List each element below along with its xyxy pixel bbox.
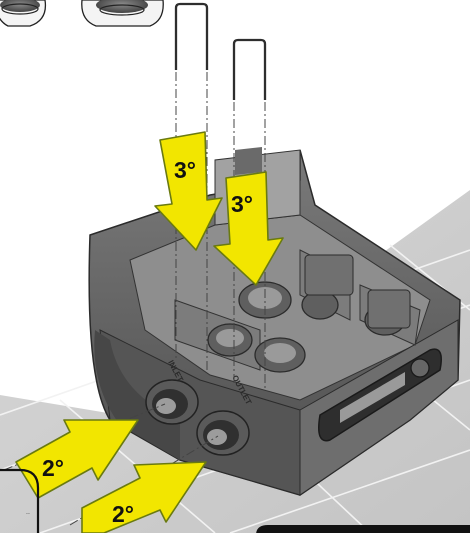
- threaded-cap-icon: [81, 0, 164, 27]
- svg-text:..: ..: [26, 509, 30, 516]
- callout-frame-left: ..: [0, 468, 40, 533]
- callout-frame-right: [256, 525, 470, 533]
- inspection-window: [318, 348, 442, 442]
- step-label: 3°: [231, 191, 253, 217]
- push-arrow-icon: [154, 131, 223, 251]
- step-label: 2°: [42, 455, 64, 481]
- step-label: 2°: [112, 501, 134, 527]
- push-arrow-icon: [81, 461, 207, 533]
- threaded-cap-icon: [0, 0, 47, 27]
- inlet-port: [145, 379, 199, 425]
- outlet-port: [196, 410, 250, 456]
- u-clip-pin-icon: [174, 2, 209, 70]
- push-arrow-icon: [15, 419, 139, 499]
- push-arrow-icon: [213, 171, 284, 286]
- u-clip-pin-icon: [232, 38, 267, 100]
- step-label: 3°: [174, 157, 196, 183]
